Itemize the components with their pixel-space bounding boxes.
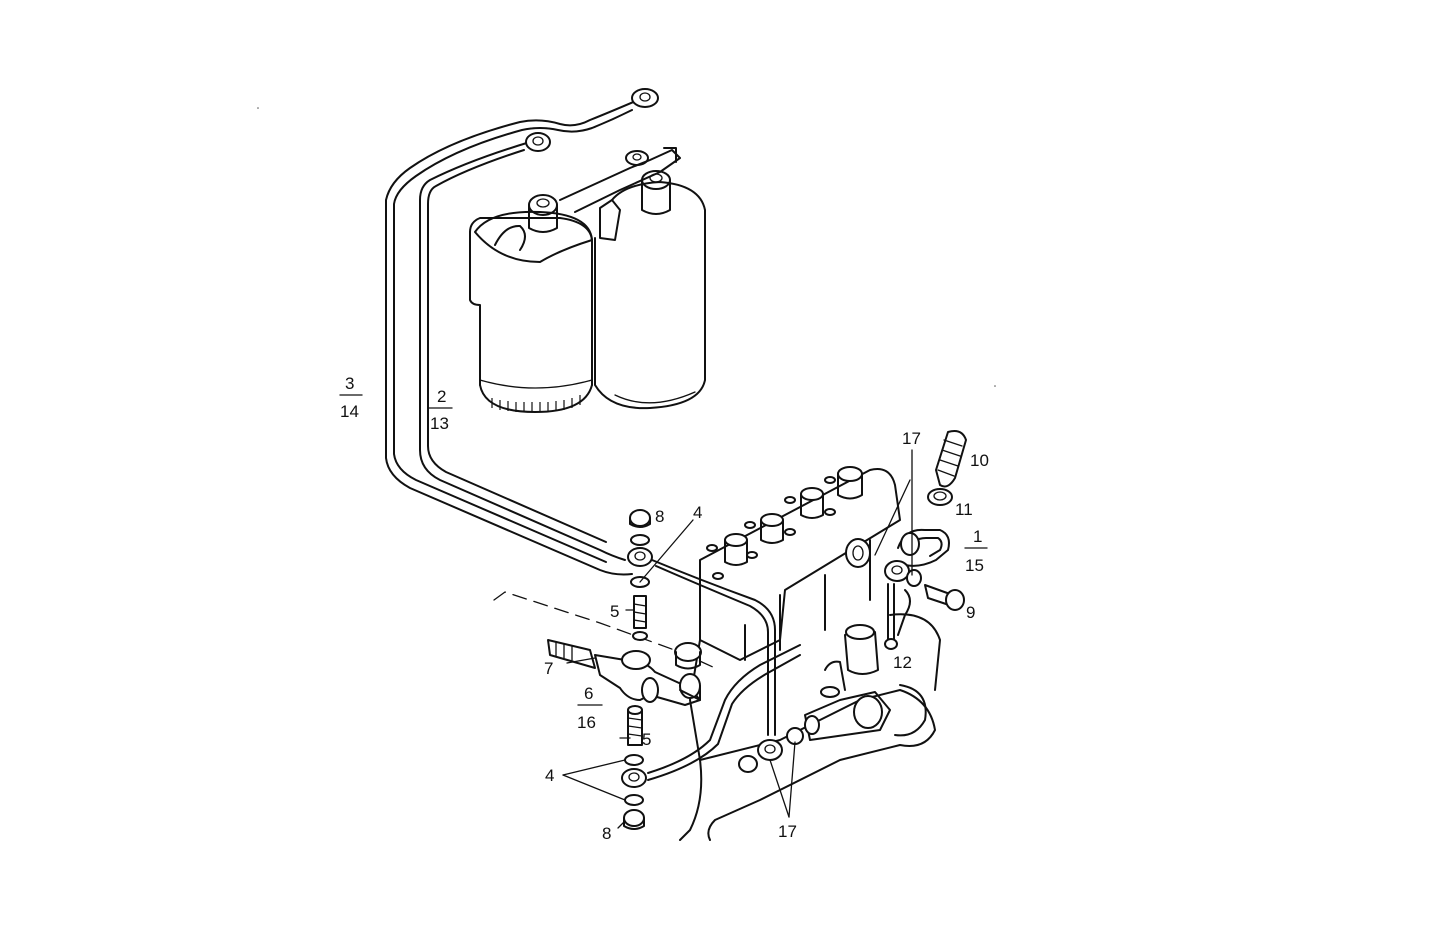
fuel-pipe-2-13: [419, 132, 626, 561]
upper-banjo-fitting: [627, 509, 653, 641]
label-1: 1: [973, 527, 982, 546]
label-2: 2: [437, 387, 446, 406]
hose-10: [935, 430, 967, 488]
primer-valve: [547, 639, 702, 706]
fuel-pipe-3-14: [385, 88, 659, 576]
fuel-filter-assembly: [469, 147, 706, 413]
label-5-top: 5: [610, 602, 619, 621]
label-17-top: 17: [902, 429, 921, 448]
label-6: 6: [584, 684, 593, 703]
label-12: 12: [893, 653, 912, 672]
label-13: 13: [430, 414, 449, 433]
lower-banjo-fitting: [621, 705, 647, 830]
label-8-bottom: 8: [602, 824, 611, 843]
label-10: 10: [970, 451, 989, 470]
label-15: 15: [965, 556, 984, 575]
leader-lines: [339, 394, 988, 829]
lower-feed-pipe: [647, 644, 801, 774]
label-5-bottom: 5: [642, 730, 651, 749]
leak-off-pipe-1-15: [884, 528, 950, 650]
label-7: 7: [544, 659, 553, 678]
label-9: 9: [966, 603, 975, 622]
label-3: 3: [345, 374, 354, 393]
callout-labels: 3 14 2 13 17 10 11 1 15 9 12 8 4 5 7 6 1…: [340, 374, 989, 843]
injection-pump: [679, 466, 941, 841]
speck: [257, 107, 259, 109]
label-8-top: 8: [655, 507, 664, 526]
return-pipe: [651, 559, 776, 736]
label-4-bottom: 4: [545, 766, 554, 785]
label-14: 14: [340, 402, 359, 421]
hollow-bolt-9: [924, 584, 965, 611]
label-16: 16: [577, 713, 596, 732]
speck: [994, 385, 996, 387]
clamp-11: [927, 488, 953, 506]
label-11: 11: [955, 500, 973, 519]
label-17-bottom: 17: [778, 822, 797, 841]
label-4-top: 4: [693, 503, 702, 522]
